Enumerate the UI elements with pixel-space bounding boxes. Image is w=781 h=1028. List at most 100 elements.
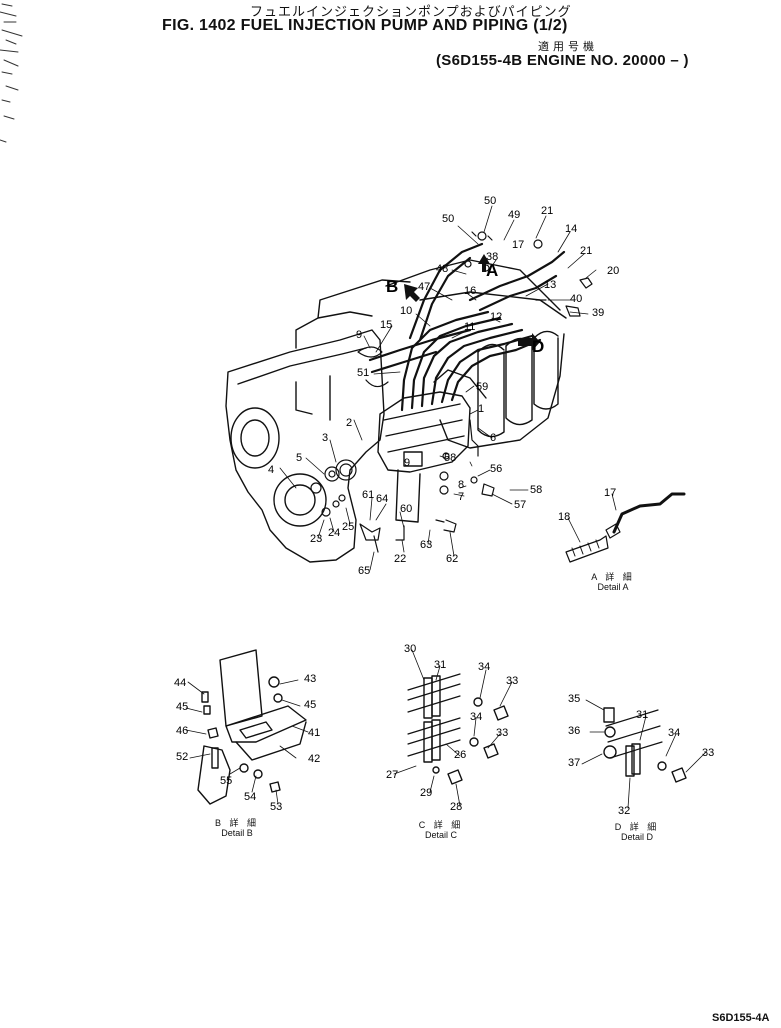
detail-b-caption: B 詳 細 Detail B [202, 818, 272, 838]
callout-detail-d-36: 36 [568, 725, 580, 737]
callout-detail-c-33: 33 [506, 675, 518, 687]
callout-main-57: 57 [514, 499, 526, 511]
detail-b-parts [197, 649, 307, 805]
callout-main-50: 50 [442, 213, 454, 225]
callout-detail-b-53: 53 [270, 801, 282, 813]
callout-detail-c-30: 30 [404, 643, 416, 655]
callout-main-3: 3 [322, 432, 328, 444]
callout-detail-c-26: 26 [454, 749, 466, 761]
callout-main-1: 1 [478, 403, 484, 415]
callout-detail-c-31: 31 [434, 659, 446, 671]
callout-detail-b-44: 44 [174, 677, 186, 689]
callout-detail-b-43: 43 [304, 673, 316, 685]
callout-detail-b-54: 54 [244, 791, 256, 803]
callout-main-49: 49 [508, 209, 520, 221]
callout-main-6: 6 [490, 432, 496, 444]
view-letter-a: A [486, 261, 498, 280]
callout-detail-c-27: 27 [386, 769, 398, 781]
callout-detail-d-32: 32 [618, 805, 630, 817]
view-letter-d: D [532, 337, 544, 356]
injection-pump [377, 369, 487, 523]
callout-main-47: 47 [418, 281, 430, 293]
detail-d-parts [603, 707, 687, 783]
callout-main-7: 7 [458, 491, 464, 503]
callout-detail-b-52: 52 [176, 751, 188, 763]
callout-main-2: 2 [346, 417, 352, 429]
detail-d-caption-jp: D 詳 細 [614, 822, 660, 832]
callout-detail-b-45: 45 [176, 701, 188, 713]
callout-detail-c-34: 34 [470, 711, 482, 723]
applicability-label: (S6D155-4B ENGINE NO. 20000 – ) [436, 52, 689, 69]
callout-main-58: 58 [444, 452, 456, 464]
callout-main-40: 40 [570, 293, 582, 305]
detail-c-caption: C 詳 細 Detail C [406, 820, 476, 840]
callout-main-11: 11 [464, 321, 475, 333]
callout-main-12: 12 [490, 311, 502, 323]
callout-detail-b-42: 42 [308, 753, 320, 765]
callout-detail-c-33: 33 [496, 727, 508, 739]
callout-detail-d-35: 35 [568, 693, 580, 705]
callout-main-64: 64 [376, 493, 388, 505]
callout-detail-d-33: 33 [702, 747, 714, 759]
callout-main-24: 24 [328, 527, 340, 539]
leader-lines [185, 205, 707, 809]
callout-detail-b-41: 41 [308, 727, 320, 739]
detail-a-caption-en: Detail A [597, 582, 629, 592]
callout-main-14: 14 [565, 223, 577, 235]
callout-main-10: 10 [400, 305, 412, 317]
callout-main-17: 17 [512, 239, 524, 251]
callout-main-51: 51 [357, 367, 369, 379]
callout-main-58: 58 [530, 484, 542, 496]
callout-main-13: 13 [544, 279, 556, 291]
detail-a-parts [565, 492, 686, 563]
detail-c-parts [407, 673, 509, 785]
callout-detail-b-46: 46 [176, 725, 188, 737]
figure-title: FIG. 1402 FUEL INJECTION PUMP AND PIPING… [162, 17, 568, 34]
drawing-code: S6D155-4A [712, 1012, 770, 1024]
callout-main-50: 50 [484, 195, 496, 207]
callout-main-62: 62 [446, 553, 458, 565]
callout-detail-c-34: 34 [478, 661, 490, 673]
callout-main-4: 4 [268, 464, 274, 476]
detail-d-caption: D 詳 細 Detail D [602, 822, 672, 842]
callout-main-17: 17 [604, 487, 616, 499]
callout-main-21: 21 [541, 205, 553, 217]
callout-main-5: 5 [296, 452, 302, 464]
detail-d-caption-en: Detail D [620, 832, 653, 842]
callout-main-21: 21 [580, 245, 592, 257]
callout-main-8: 8 [458, 479, 464, 491]
applicability-japanese: 適用号機 [538, 41, 598, 53]
detail-c-caption-en: Detail C [424, 830, 457, 840]
detail-b-caption-en: Detail B [221, 828, 253, 838]
callout-main-60: 60 [400, 503, 412, 515]
callout-main-15: 15 [380, 319, 392, 331]
detail-a-caption-jp: A 詳 細 [591, 572, 635, 582]
callout-main-9: 9 [404, 457, 410, 469]
detail-c-caption-jp: C 詳 細 [418, 820, 464, 830]
callout-main-65: 65 [358, 565, 370, 577]
callout-main-18: 18 [558, 511, 570, 523]
callout-main-23: 23 [310, 533, 322, 545]
scan-noise [0, 3, 23, 143]
callout-main-63: 63 [420, 539, 432, 551]
callout-main-16: 16 [464, 285, 476, 297]
callout-main-39: 39 [592, 307, 604, 319]
callout-main-59: 59 [476, 381, 488, 393]
callout-main-9: 9 [356, 329, 362, 341]
callout-detail-d-37: 37 [568, 757, 580, 769]
callout-main-56: 56 [490, 463, 502, 475]
detail-b-caption-jp: B 詳 細 [214, 818, 259, 828]
callout-detail-d-34: 34 [668, 727, 680, 739]
view-arrows [404, 254, 540, 351]
detail-a-caption: A 詳 細 Detail A [578, 572, 648, 592]
callout-detail-c-28: 28 [450, 801, 462, 813]
injection-pipes [368, 242, 566, 412]
callout-main-20: 20 [607, 265, 619, 277]
callout-detail-b-55: 55 [220, 775, 232, 787]
callout-detail-c-29: 29 [420, 787, 432, 799]
callout-main-22: 22 [394, 553, 406, 565]
callout-main-48: 48 [436, 263, 448, 275]
callout-main-38: 38 [486, 251, 498, 263]
